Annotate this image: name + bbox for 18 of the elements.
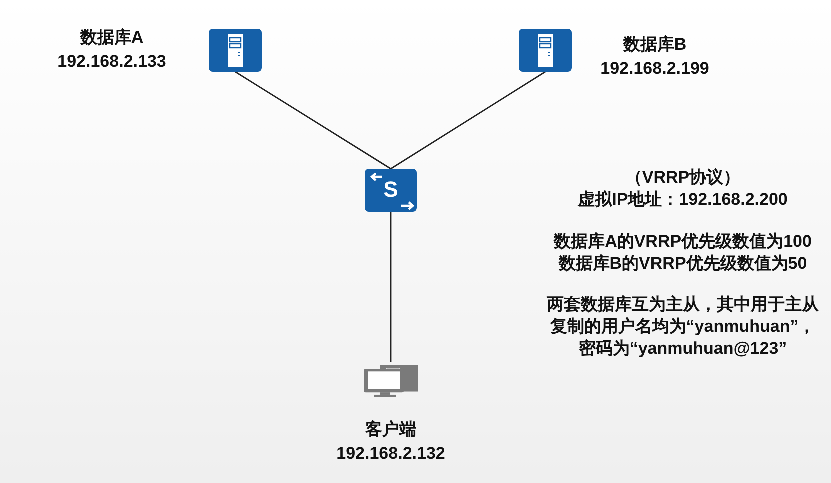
node-label: 数据库A	[79, 27, 145, 49]
server-icon	[209, 29, 262, 72]
connection-line	[390, 212, 392, 362]
node-label: 客户端	[364, 419, 418, 441]
node-label: 192.168.2.133	[56, 51, 168, 73]
note-text: 数据库B的VRRP优先级数值为50	[558, 253, 808, 275]
note-text: 数据库A的VRRP优先级数值为100	[552, 231, 813, 253]
server-icon	[519, 29, 572, 72]
node-label: 192.168.2.199	[600, 58, 710, 80]
connection-line	[390, 71, 546, 170]
note-text: 两套数据库互为主从，其中用于主从复制的用户名均为“yanmuhuan”，密码为“yanmuhuan@123”	[546, 294, 820, 360]
node-label: 数据库B	[622, 34, 688, 56]
connection-line	[235, 71, 392, 170]
note-text: （VRRP协议）	[624, 167, 742, 189]
computer-icon	[364, 362, 418, 399]
switch-icon: S	[365, 169, 417, 212]
note-text: 虚拟IP地址：192.168.2.200	[577, 189, 789, 211]
node-label: 192.168.2.132	[336, 443, 446, 465]
